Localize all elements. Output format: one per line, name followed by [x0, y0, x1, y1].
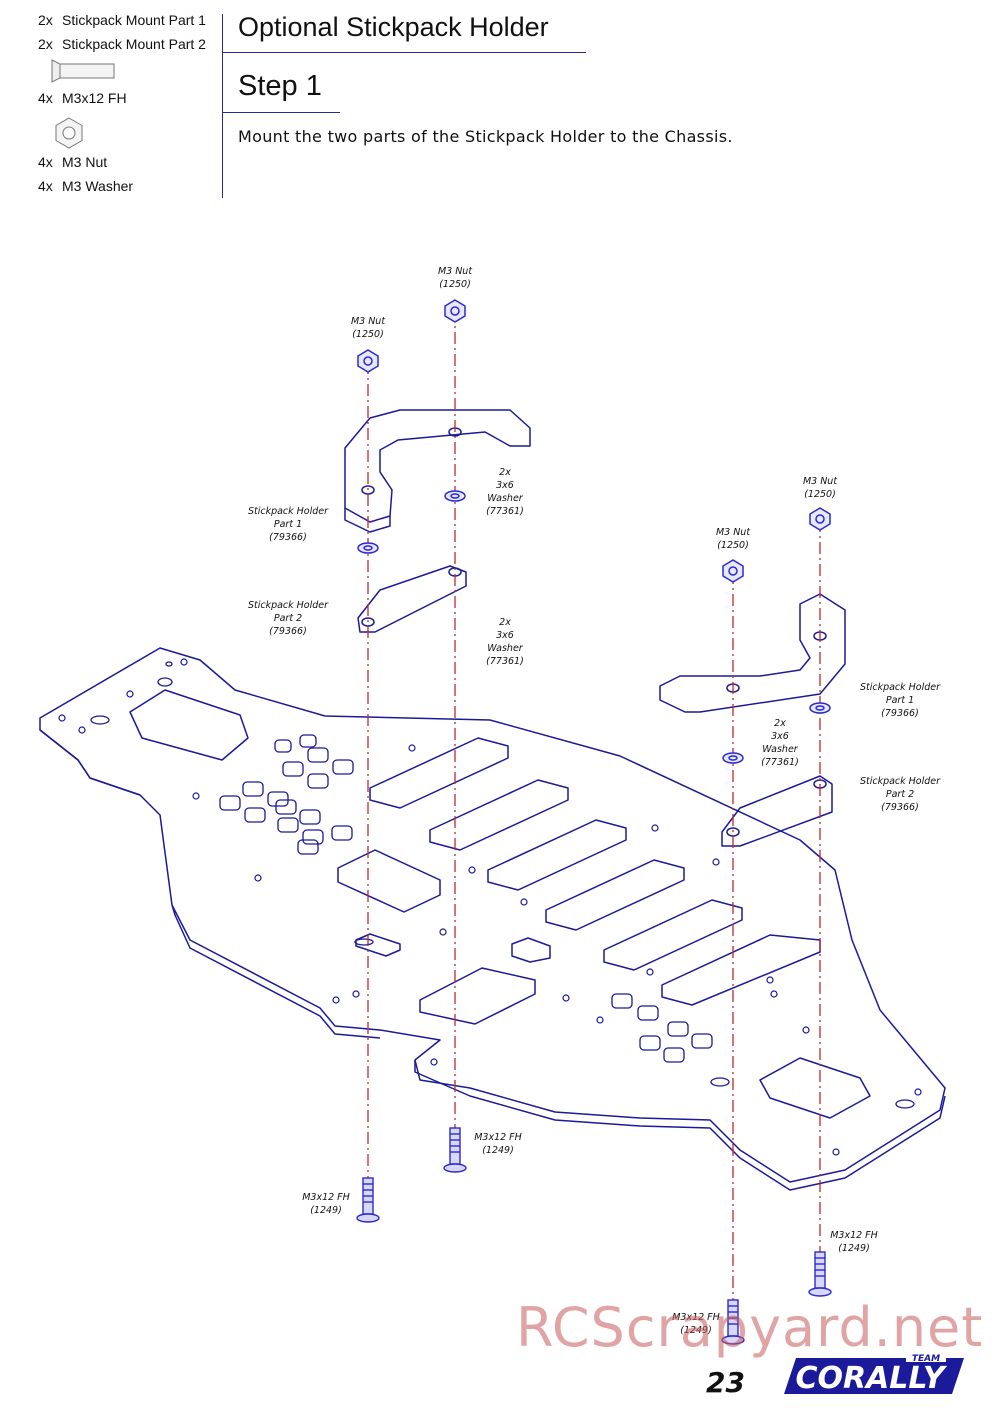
- screw-icon: [51, 59, 115, 83]
- assembly-axis-lines: [367, 310, 821, 1330]
- instruction-text: Mount the two parts of the Stickpack Hol…: [238, 127, 733, 146]
- part-line: 4x M3x12 FH: [38, 90, 127, 106]
- part-name: Stickpack Mount Part 1: [62, 12, 206, 28]
- watermark: RCScrapyard.net: [516, 1296, 984, 1359]
- part-line: 2x Stickpack Mount Part 2: [38, 36, 206, 52]
- part-qty: 4x: [38, 90, 53, 106]
- part-qty: 4x: [38, 178, 53, 194]
- label-screw: M3x12 FH(1249): [672, 1312, 720, 1336]
- divider: [222, 112, 340, 113]
- nut-icon: [55, 117, 83, 149]
- svg-text:TEAM: TEAM: [912, 1354, 940, 1364]
- label-screw: M3x12 FH(1249): [302, 1192, 350, 1216]
- label-nut: M3 Nut(1250): [438, 266, 473, 290]
- divider: [222, 52, 586, 53]
- part-line: 4x M3 Washer: [38, 178, 133, 194]
- page-number: 23: [706, 1366, 745, 1399]
- chassis-mount-holes: [58, 658, 922, 1156]
- m3-washer-icon: [357, 490, 831, 764]
- label-nut: M3 Nut(1250): [716, 527, 751, 551]
- part-name: M3 Washer: [62, 178, 134, 194]
- divider: [222, 14, 223, 198]
- brand-logo: CORALLY TEAM: [784, 1352, 964, 1396]
- page-title: Optional Stickpack Holder: [238, 12, 549, 42]
- part-qty: 2x: [38, 12, 53, 28]
- label-nut: M3 Nut(1250): [351, 316, 386, 340]
- chassis-plate: [39, 647, 946, 1191]
- part-name: M3x12 FH: [62, 90, 127, 106]
- stickpack-holder-part1-right: [659, 593, 846, 713]
- stickpack-holder-part2-right: [721, 775, 833, 847]
- step-heading: Step 1: [238, 70, 322, 102]
- chassis-holes: [90, 661, 915, 1109]
- part-name: Stickpack Mount Part 2: [62, 36, 206, 52]
- part-qty: 2x: [38, 36, 53, 52]
- m3-nut-icon: [357, 299, 831, 583]
- part-qty: 4x: [38, 154, 53, 170]
- label-nut: M3 Nut(1250): [803, 476, 838, 500]
- part-line: 4x M3 Nut: [38, 154, 107, 170]
- svg-text:CORALLY: CORALLY: [795, 1361, 947, 1396]
- label-screw: M3x12 FH(1249): [474, 1132, 522, 1156]
- label-screw: M3x12 FH(1249): [830, 1230, 878, 1254]
- stickpack-holder-part2-left: [357, 565, 467, 633]
- part-line: 2x Stickpack Mount Part 1: [38, 12, 206, 28]
- part-name: M3 Nut: [62, 154, 108, 170]
- m3x12-screw-icon: [356, 1127, 832, 1345]
